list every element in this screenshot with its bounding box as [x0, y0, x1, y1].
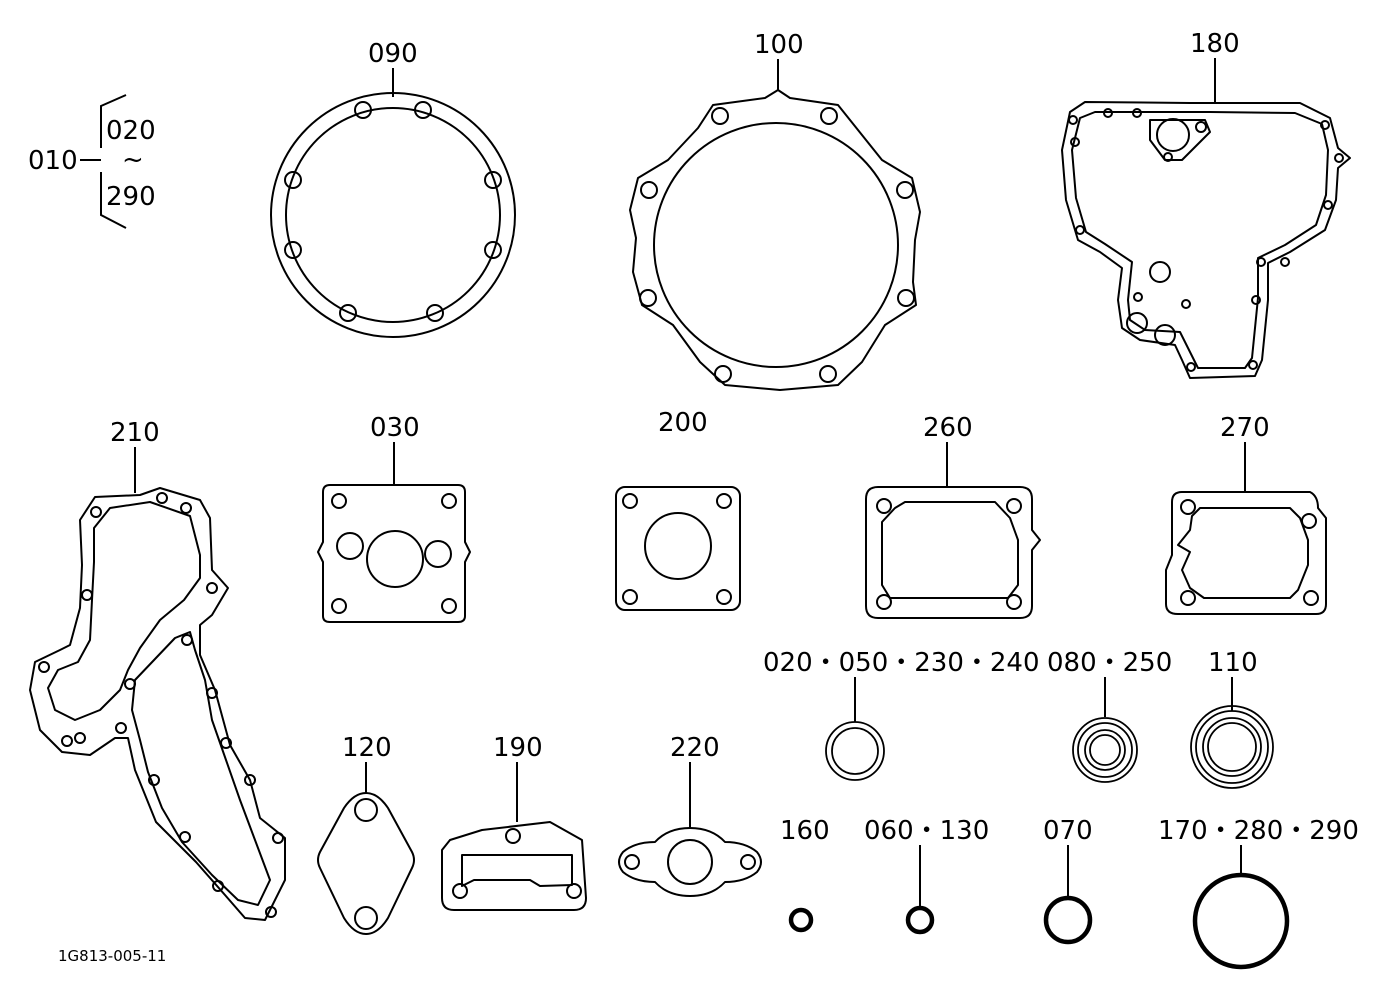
label-270: 270 [1220, 413, 1270, 443]
label-220: 220 [670, 733, 720, 763]
label-010: 010 [28, 146, 78, 176]
gasket-100: 100 [629, 30, 921, 391]
gasket-120: 120 [317, 733, 415, 935]
oil-seal-110: 110 [1190, 648, 1274, 789]
gasket-030: 030 [317, 413, 471, 623]
label-100: 100 [754, 30, 804, 60]
gasket-090: 090 [270, 39, 516, 338]
o-ring-170: 170・280・290 [1158, 816, 1359, 970]
gasket-190: 190 [441, 733, 587, 911]
label-180: 180 [1190, 29, 1240, 59]
label-030: 030 [370, 413, 420, 443]
label-190: 190 [493, 733, 543, 763]
label-200: 200 [658, 408, 708, 438]
label-110: 110 [1208, 648, 1258, 678]
o-ring-160: 160 [780, 816, 830, 933]
label-210: 210 [110, 418, 160, 448]
gasket-260: 260 [865, 413, 1041, 619]
label-260: 260 [923, 413, 973, 443]
label-060-130: 060・130 [864, 816, 989, 846]
seal-ring-020: 020・050・230・240 [763, 648, 1040, 781]
gasket-210: 210 [29, 418, 286, 921]
label-080-250: 080・250 [1047, 648, 1172, 678]
label-290-range-end: 290 [106, 182, 156, 212]
gasket-180: 180 [1061, 29, 1351, 379]
gasket-270: 270 [1165, 413, 1327, 615]
label-020-range-start: 020 [106, 116, 156, 146]
gasket-220: 220 [618, 733, 762, 897]
label-120: 120 [342, 733, 392, 763]
label-090: 090 [368, 39, 418, 69]
drawing-number: 1G813-005-11 [58, 947, 166, 965]
label-160: 160 [780, 816, 830, 846]
oil-seal-080: 080・250 [1047, 648, 1172, 783]
set-bracket-010: 010 020 ~ 290 [28, 94, 156, 229]
label-070: 070 [1043, 816, 1093, 846]
label-170-280-290: 170・280・290 [1158, 816, 1359, 846]
label-range-tilde: ~ [122, 145, 144, 175]
gasket-200: 200 [615, 408, 741, 611]
label-020-050-230-240: 020・050・230・240 [763, 648, 1040, 678]
o-ring-060: 060・130 [864, 816, 989, 935]
o-ring-070: 070 [1043, 816, 1093, 945]
